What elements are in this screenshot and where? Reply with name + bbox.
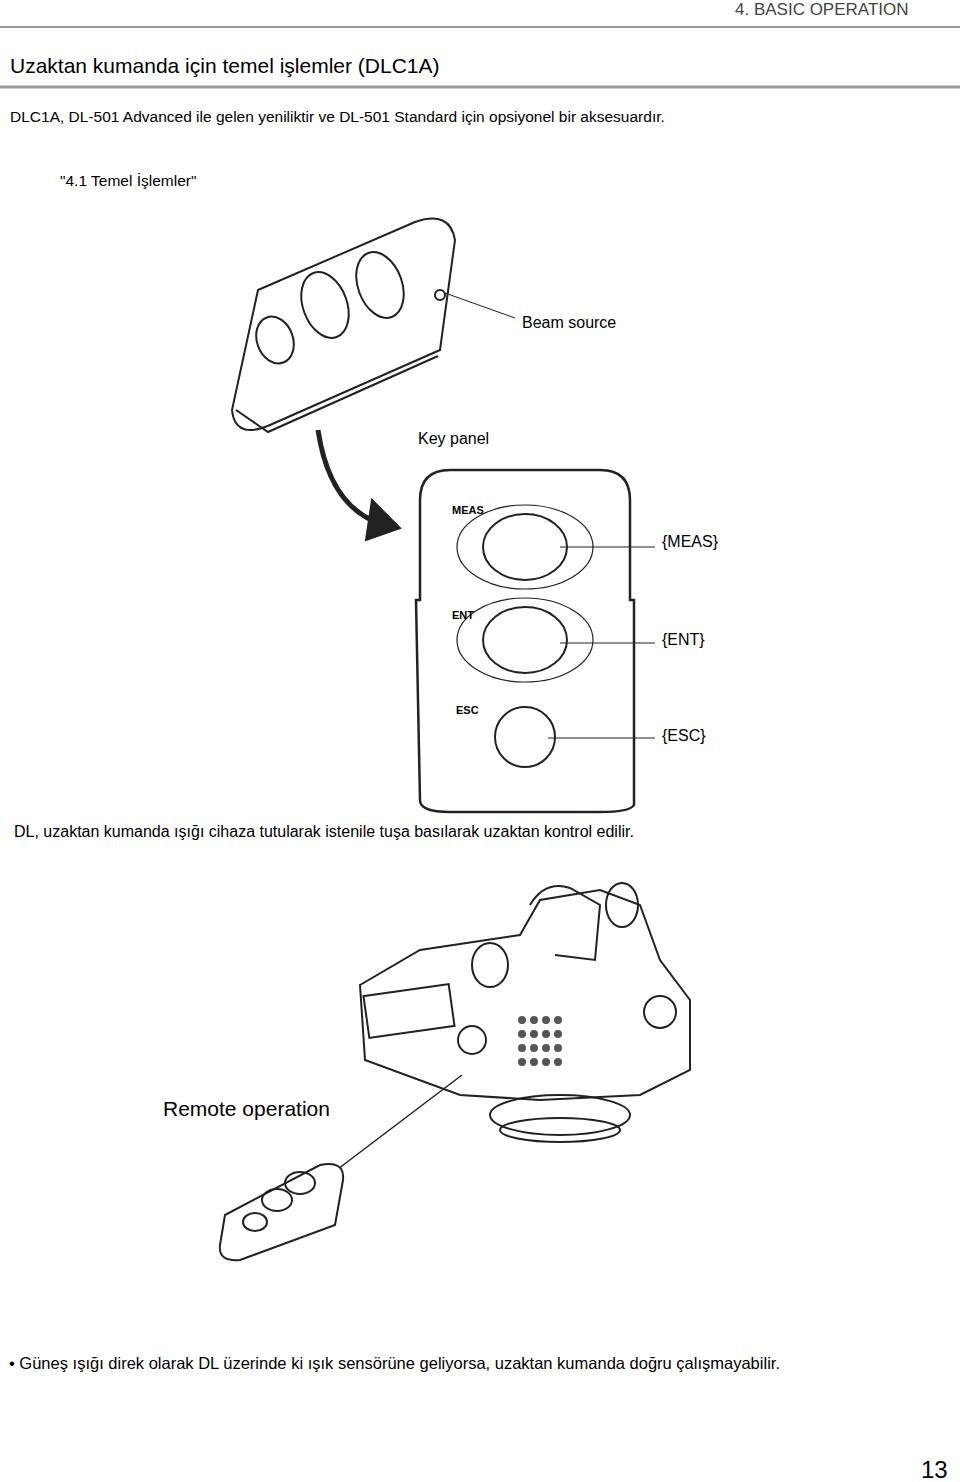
callout-label: Remote operation bbox=[163, 1097, 330, 1121]
key-panel: Key panelMEASENTESC bbox=[420, 470, 630, 810]
body-text: 4. BASIC OPERATION bbox=[735, 0, 909, 20]
body-text: • Güneş ışığı direk olarak DL üzerinde k… bbox=[9, 1354, 780, 1373]
callout-label: Beam source bbox=[522, 314, 616, 332]
body-text: DL, uzaktan kumanda ışığı cihaza tutular… bbox=[14, 823, 634, 841]
body-text: "4.1 Temel İşlemler" bbox=[60, 172, 197, 190]
page-title: Uzaktan kumanda için temel işlemler (DLC… bbox=[10, 54, 440, 78]
body-text: DLC1A, DL-501 Advanced ile gelen yenilik… bbox=[10, 108, 665, 126]
key-label: MEAS bbox=[452, 504, 484, 517]
key-label: ENT bbox=[452, 609, 474, 622]
page-number: 13 bbox=[921, 1456, 948, 1482]
callout-label: {MEAS} bbox=[662, 533, 718, 551]
callout-label: {ESC} bbox=[662, 727, 706, 745]
callout-label: {ENT} bbox=[662, 631, 705, 649]
key-label: ESC bbox=[456, 704, 479, 717]
panel-heading: Key panel bbox=[418, 430, 489, 448]
